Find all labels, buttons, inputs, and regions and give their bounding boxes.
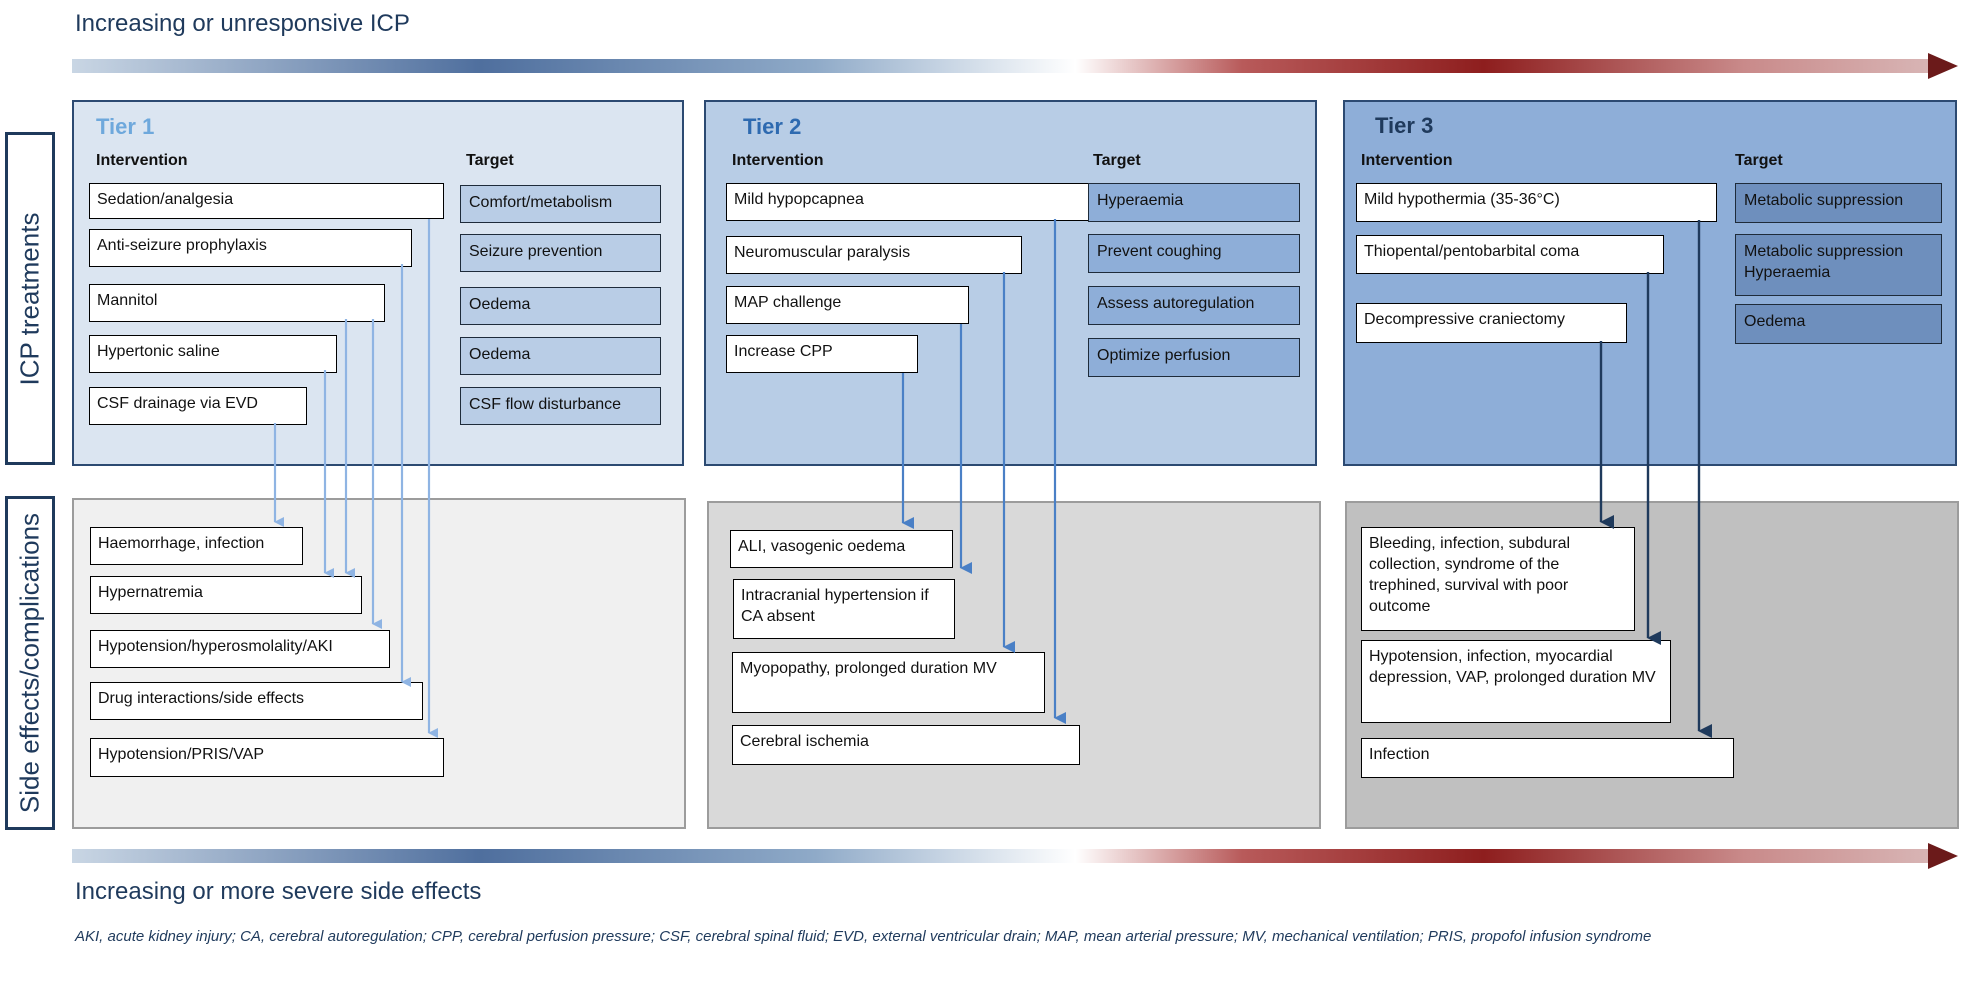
tier1-side-effect-4: Drug interactions/side effects [90, 682, 423, 720]
tier3-target-3: Oedema [1735, 304, 1942, 344]
tier1-side-effect-2: Hypernatremia [90, 576, 362, 614]
tier2-target-4: Optimize perfusion [1088, 338, 1300, 377]
side-effects-label: Side effects/complications [5, 496, 55, 830]
icp-treatments-label: ICP treatments [5, 132, 55, 465]
tier3-intervention-1: Mild hypothermia (35-36°C) [1356, 183, 1717, 222]
tier2-intervention-3: MAP challenge [726, 286, 969, 324]
abbreviations-footnote: AKI, acute kidney injury; CA, cerebral a… [75, 928, 1652, 945]
tier2-side-effect-4: Cerebral ischemia [732, 725, 1080, 765]
bottom-axis-title: Increasing or more severe side effects [75, 878, 482, 905]
tier1-intervention-5: CSF drainage via EVD [89, 387, 307, 425]
tier2-intervention-header: Intervention [732, 152, 824, 169]
tier2-target-header: Target [1093, 152, 1141, 169]
tier2-side-effect-3: Myopopathy, prolonged duration MV [732, 652, 1045, 713]
top-axis-title: Increasing or unresponsive ICP [75, 10, 410, 37]
tier3-side-effects-panel: Bleeding, infection, subdural collection… [1345, 501, 1959, 829]
tier1-intervention-3: Mannitol [89, 284, 385, 322]
tier3-target-2: Metabolic suppression Hyperaemia [1735, 234, 1942, 296]
tier1-target-1: Comfort/metabolism [460, 185, 661, 223]
tier3-target-1: Metabolic suppression [1735, 183, 1942, 223]
tier3-side-effect-1: Bleeding, infection, subdural collection… [1361, 527, 1635, 631]
tier1-side-effects-panel: Haemorrhage, infection Hypernatremia Hyp… [72, 498, 686, 829]
tier1-target-2: Seizure prevention [460, 234, 661, 272]
tier3-intervention-header: Intervention [1361, 152, 1453, 169]
tier3-title: Tier 3 [1375, 113, 1434, 138]
bottom-gradient-arrow [72, 843, 1958, 869]
tier1-intervention-1: Sedation/analgesia [89, 183, 444, 219]
top-gradient-arrow [72, 53, 1958, 79]
tier1-target-5: CSF flow disturbance [460, 387, 661, 425]
tier3-side-effect-2: Hypotension, infection, myocardial depre… [1361, 640, 1671, 723]
tier1-intervention-header: Intervention [96, 152, 188, 169]
tier2-intervention-2: Neuromuscular paralysis [726, 236, 1022, 274]
tier2-intervention-4: Increase CPP [726, 335, 918, 373]
tier1-side-effect-3: Hypotension/hyperosmolality/AKI [90, 630, 390, 668]
tier2-side-effect-1: ALI, vasogenic oedema [730, 530, 953, 568]
tier3-intervention-2: Thiopental/pentobarbital coma [1356, 235, 1664, 274]
tier3-intervention-3: Decompressive craniectomy [1356, 303, 1627, 343]
tier1-intervention-2: Anti-seizure prophylaxis [89, 229, 412, 267]
tier2-title: Tier 2 [743, 114, 802, 139]
tier1-side-effect-5: Hypotension/PRIS/VAP [90, 738, 444, 777]
tier1-target-4: Oedema [460, 337, 661, 375]
tier2-target-3: Assess autoregulation [1088, 286, 1300, 325]
tier3-side-effect-3: Infection [1361, 738, 1734, 778]
tier2-panel: Tier 2 Intervention Target Mild hypopcap… [704, 100, 1317, 466]
tier1-intervention-4: Hypertonic saline [89, 335, 337, 373]
tier1-panel: Tier 1 Intervention Target Sedation/anal… [72, 100, 684, 466]
tier3-panel: Tier 3 Intervention Target Mild hypother… [1343, 100, 1957, 466]
tier1-side-effect-1: Haemorrhage, infection [90, 527, 303, 565]
tier2-target-2: Prevent coughing [1088, 234, 1300, 273]
tier1-target-header: Target [466, 152, 514, 169]
tier1-title: Tier 1 [96, 114, 155, 139]
tier2-side-effects-panel: ALI, vasogenic oedema Intracranial hyper… [707, 501, 1321, 829]
tier2-side-effect-2: Intracranial hypertension if CA absent [733, 579, 955, 639]
tier2-target-1: Hyperaemia [1088, 183, 1300, 222]
tier2-intervention-1: Mild hypopcapnea [726, 183, 1089, 221]
tier3-target-header: Target [1735, 152, 1783, 169]
tier1-target-3: Oedema [460, 287, 661, 325]
